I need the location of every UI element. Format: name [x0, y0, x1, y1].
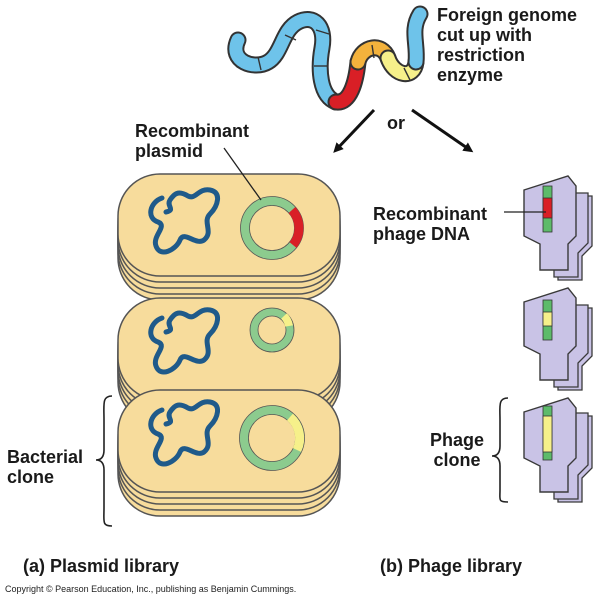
- arrow-to-plasmid: [333, 108, 376, 153]
- bacterial-cell: [117, 297, 341, 401]
- phage-clone-brace: [491, 397, 509, 503]
- bacterial-cell-stack-1: [117, 173, 341, 301]
- plasmid-insert-yellow: [286, 413, 305, 452]
- bacterial-chromosome: [148, 307, 220, 375]
- recombinant-plasmid-label: Recombinant plasmid: [135, 121, 250, 162]
- plasmid-library-caption: (a) Plasmid library: [23, 556, 180, 576]
- bacterial-clone-label: Bacterial clone: [7, 447, 84, 488]
- foreign-genome-label: Foreign genome cut up with restriction e…: [437, 5, 578, 86]
- plasmid-insert-red: [288, 206, 304, 248]
- bacterial-clone-brace: [95, 395, 113, 527]
- recombinant-plasmid-leader: [223, 147, 262, 201]
- phage-clone-label: Phage clone: [429, 430, 485, 471]
- bacterial-cell: [117, 389, 341, 493]
- copyright-notice: Copyright © Pearson Education, Inc., pub…: [5, 584, 297, 594]
- phage-dna-insert-red: [542, 197, 553, 219]
- phage-library-caption: (b) Phage library: [380, 556, 523, 576]
- plasmid-insert-yellow: [280, 313, 293, 327]
- foreign-genome-dna: [227, 5, 429, 111]
- phage-stack-1: [523, 175, 593, 281]
- bacterial-cell-stack-3: [117, 389, 341, 517]
- bacterial-chromosome: [148, 399, 220, 467]
- phage-stack-2: [523, 287, 593, 391]
- phage-stack-3: [523, 397, 593, 503]
- or-label: or: [387, 113, 405, 133]
- bacterial-chromosome: [148, 187, 220, 255]
- split-arrows: [333, 108, 474, 153]
- recombinant-phage-dna-label: Recombinant phage DNA: [373, 204, 488, 245]
- phage-dna-insert-yellow: [542, 311, 553, 327]
- recombinant-plasmid-ring: [250, 308, 294, 352]
- arrow-to-phage: [411, 108, 474, 153]
- bacterial-cell: [117, 173, 341, 277]
- phage-dna-insert-yellow: [542, 415, 553, 453]
